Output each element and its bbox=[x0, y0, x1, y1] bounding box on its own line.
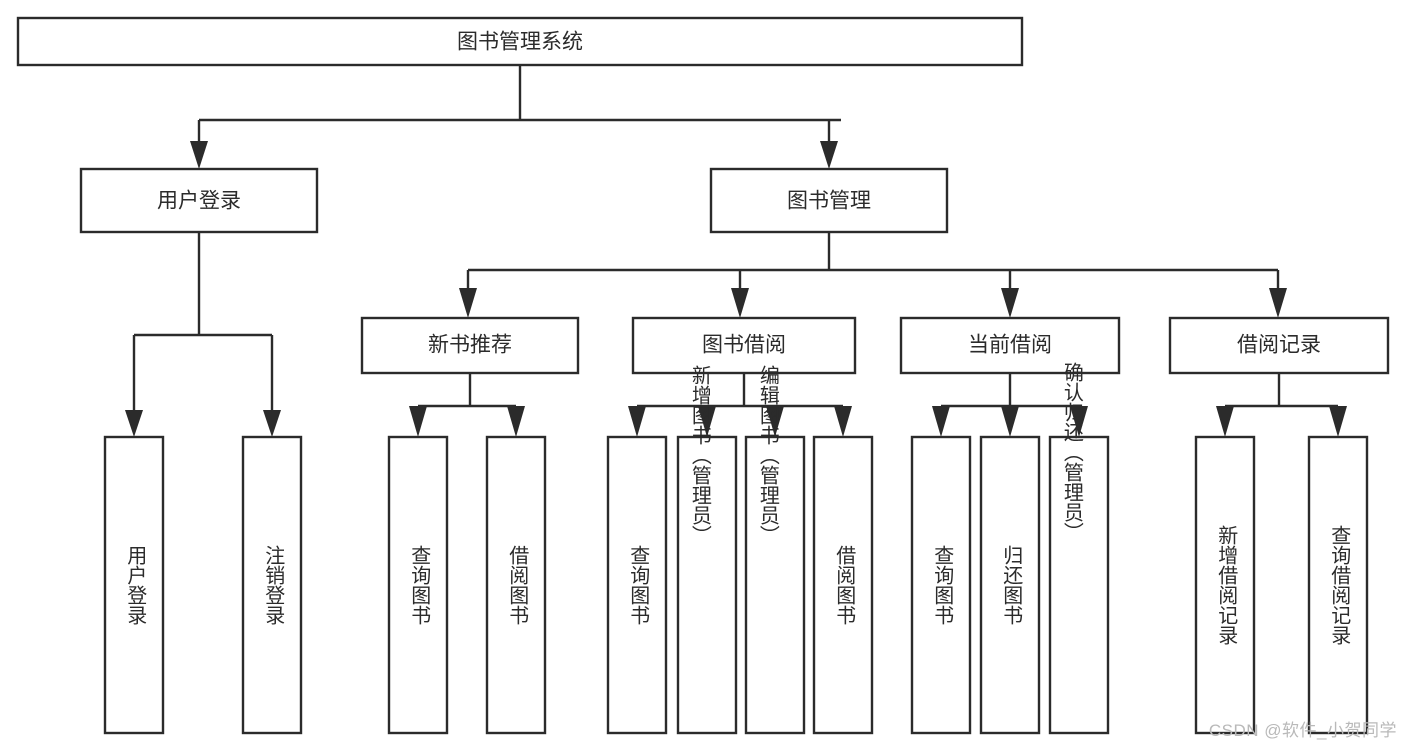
arrow-head-leaf-bb-3 bbox=[766, 406, 784, 437]
leaf-node[interactable]: 新增借阅记录 bbox=[1194, 435, 1256, 735]
leaf-node[interactable]: 新增图书（管理员） bbox=[676, 365, 738, 735]
node-book-manage-label: 图书管理 bbox=[787, 190, 871, 213]
leaf-node[interactable]: 查询借阅记录 bbox=[1307, 435, 1369, 735]
arrow-head-leaf-logout bbox=[263, 410, 281, 437]
node-root[interactable]: 图书管理系统 bbox=[16, 16, 1024, 67]
leaf-bb-add-label: 新增图书（管理员） bbox=[688, 365, 711, 545]
leaf-cb-query-label: 查询图书 bbox=[931, 545, 954, 625]
leaf-node[interactable]: 归还图书 bbox=[979, 435, 1041, 735]
leaf-br-query-label: 查询借阅记录 bbox=[1328, 525, 1351, 645]
leaf-cb-query-box[interactable] bbox=[910, 435, 972, 735]
leaf-cb-confirm-label: 确认归还（管理员） bbox=[1060, 362, 1083, 542]
leaf-br-add-box[interactable] bbox=[1194, 435, 1256, 735]
node-current-borrow[interactable]: 当前借阅 bbox=[899, 316, 1121, 375]
leaf-logout-label: 注销登录 bbox=[262, 545, 285, 625]
arrow-head-leaf-cb-3 bbox=[1070, 406, 1088, 437]
leaf-bb-query-label: 查询图书 bbox=[627, 545, 650, 625]
node-root-label: 图书管理系统 bbox=[457, 31, 583, 54]
arrow-head-book-manage bbox=[820, 141, 838, 169]
leaf-newbook-borrow-label: 借阅图书 bbox=[506, 545, 529, 625]
node-borrow-record[interactable]: 借阅记录 bbox=[1168, 316, 1390, 375]
node-new-book-recommend-box[interactable] bbox=[360, 316, 580, 375]
leaf-bb-borrow-box[interactable] bbox=[812, 435, 874, 735]
leaf-cb-return-label: 归还图书 bbox=[1000, 545, 1023, 625]
arrow-head-current-borrow bbox=[1001, 288, 1019, 318]
leaf-bb-edit-label: 编辑图书（管理员） bbox=[756, 365, 779, 545]
node-user-login[interactable]: 用户登录 bbox=[79, 167, 319, 234]
leaf-user-login-box[interactable] bbox=[103, 435, 165, 735]
leaf-bb-add-box[interactable] bbox=[676, 435, 738, 735]
leaf-br-add-label: 新增借阅记录 bbox=[1215, 525, 1238, 645]
arrow-head-leaf-br-1 bbox=[1216, 406, 1234, 437]
node-current-borrow-label: 当前借阅 bbox=[968, 334, 1052, 357]
node-new-book-recommend[interactable]: 新书推荐 bbox=[360, 316, 580, 375]
leaf-node[interactable]: 用户登录 bbox=[103, 435, 165, 735]
leaf-newbook-query-label: 查询图书 bbox=[408, 545, 431, 625]
connector-layer bbox=[125, 65, 1347, 437]
leaf-bb-borrow-label: 借阅图书 bbox=[833, 545, 856, 625]
arrow-head-borrow-record bbox=[1269, 288, 1287, 318]
arrow-head-user-login bbox=[190, 141, 208, 169]
csdn-watermark: CSDN @软件_小贺同学 bbox=[1208, 721, 1397, 740]
node-user-login-label: 用户登录 bbox=[157, 190, 241, 213]
arrow-head-leaf-bb-1 bbox=[628, 406, 646, 437]
leaf-br-query-box[interactable] bbox=[1307, 435, 1369, 735]
arrow-head-book-borrow bbox=[731, 288, 749, 318]
leaf-cb-confirm-box[interactable] bbox=[1048, 435, 1110, 735]
node-new-book-recommend-label: 新书推荐 bbox=[428, 334, 512, 357]
node-book-borrow-box[interactable] bbox=[631, 316, 857, 375]
leaf-node[interactable]: 借阅图书 bbox=[812, 435, 874, 735]
arrow-head-leaf-bb-2 bbox=[698, 406, 716, 437]
node-user-login-box[interactable] bbox=[79, 167, 319, 234]
leaf-node[interactable]: 查询图书 bbox=[606, 435, 668, 735]
node-root-box[interactable] bbox=[16, 16, 1024, 67]
leaf-node[interactable]: 查询图书 bbox=[387, 435, 449, 735]
leaf-logout-box[interactable] bbox=[241, 435, 303, 735]
arrow-head-leaf-cb-2 bbox=[1001, 406, 1019, 437]
node-book-borrow-label: 图书借阅 bbox=[702, 334, 786, 357]
node-book-manage-box[interactable] bbox=[709, 167, 949, 234]
node-borrow-record-box[interactable] bbox=[1168, 316, 1390, 375]
leaf-newbook-borrow-box[interactable] bbox=[485, 435, 547, 735]
leaf-newbook-query-box[interactable] bbox=[387, 435, 449, 735]
arrow-head-leaf-newbook-2 bbox=[507, 406, 525, 437]
arrow-head-leaf-newbook-1 bbox=[409, 406, 427, 437]
arrow-head-leaf-cb-1 bbox=[932, 406, 950, 437]
node-book-borrow[interactable]: 图书借阅 bbox=[631, 316, 857, 375]
leaf-cb-return-box[interactable] bbox=[979, 435, 1041, 735]
leaf-bb-edit-box[interactable] bbox=[744, 435, 806, 735]
arrow-head-leaf-br-2 bbox=[1329, 406, 1347, 437]
node-borrow-record-label: 借阅记录 bbox=[1237, 334, 1321, 357]
leaf-node[interactable]: 借阅图书 bbox=[485, 435, 547, 735]
leaf-node[interactable]: 查询图书 bbox=[910, 435, 972, 735]
arrow-head-leaf-user-login bbox=[125, 410, 143, 437]
arrow-head-new-book bbox=[459, 288, 477, 318]
leaf-node[interactable]: 确认归还（管理员） bbox=[1048, 362, 1110, 735]
arrow-head-leaf-bb-4 bbox=[834, 406, 852, 437]
leaf-node[interactable]: 编辑图书（管理员） bbox=[744, 365, 806, 735]
leaf-user-login-label: 用户登录 bbox=[124, 545, 147, 625]
leaf-bb-query-box[interactable] bbox=[606, 435, 668, 735]
node-current-borrow-box[interactable] bbox=[899, 316, 1121, 375]
leaf-node[interactable]: 注销登录 bbox=[241, 435, 303, 735]
node-book-manage[interactable]: 图书管理 bbox=[709, 167, 949, 234]
